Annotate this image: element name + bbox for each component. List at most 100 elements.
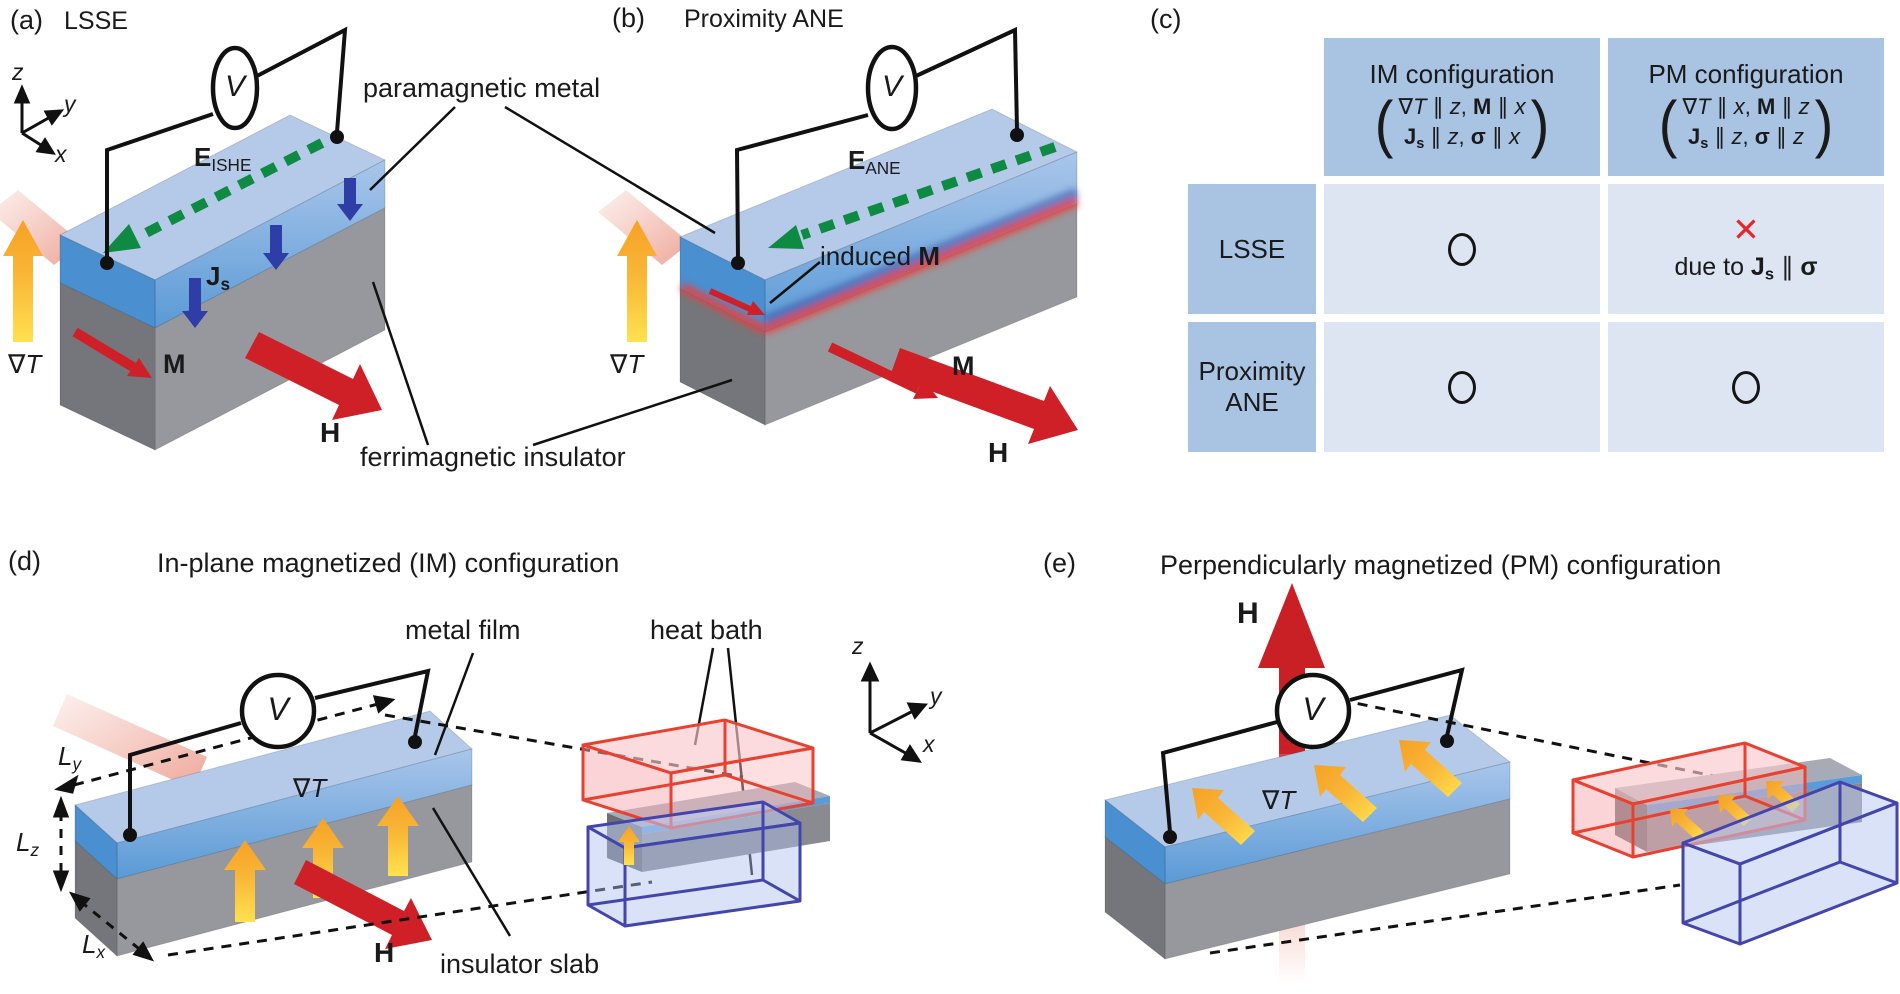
- grad-t-label: ∇T: [610, 349, 644, 379]
- electrode-dot: [123, 828, 137, 842]
- e-ishe-arrow: [103, 138, 325, 253]
- row-label-text: LSSE: [1218, 233, 1286, 264]
- result-mark-circle: [1732, 370, 1760, 404]
- im-config-title: IM configuration: [1369, 59, 1555, 90]
- h-field-label: H: [1237, 597, 1259, 630]
- spin-current-label: Js: [206, 261, 231, 294]
- hot-heat-bath-box: [581, 718, 815, 830]
- result-mark-cross: ✕: [1732, 211, 1760, 249]
- table-cell-lsse-pm: ✕ due to Js ∥ σ: [1608, 184, 1884, 314]
- voltmeter-label: V: [224, 70, 245, 103]
- electrode-dot: [330, 130, 344, 144]
- projection-dashed-lines: [167, 713, 744, 957]
- h-field-beam: [53, 694, 207, 789]
- dimension-lines: [52, 695, 396, 962]
- dim-lz-label: Lz: [16, 827, 40, 860]
- projection-dashed-lines: [1209, 698, 1784, 955]
- induced-m-label: induced M: [820, 241, 940, 271]
- result-mark-circle: [1448, 370, 1476, 404]
- axis-x-label: x: [923, 731, 935, 757]
- dim-ly-label: Ly: [58, 741, 82, 774]
- axis-y-label: y: [930, 683, 942, 709]
- panel-b-title: Proximity ANE: [684, 5, 844, 33]
- im-matrix-line1: ∇T ∥ z, M ∥ x: [1398, 94, 1526, 120]
- table-header-im: IM configuration ( ∇T ∥ z, M ∥ x Js ∥ z,…: [1324, 38, 1600, 176]
- magnetization-label: M: [952, 351, 975, 381]
- insulator-side-face: [59, 282, 156, 451]
- electrode-dot: [100, 256, 114, 270]
- row-label-text: Proximity ANE: [1198, 356, 1306, 417]
- panel-b-tag: (b): [612, 3, 645, 33]
- magnetization-arrow: [72, 327, 152, 378]
- table-row-label-proximity-ane: Proximity ANE: [1188, 322, 1316, 452]
- axes-de-icon: [860, 661, 929, 763]
- voltmeter-circuit: [734, 26, 1019, 259]
- panel-b-device: [598, 26, 1080, 444]
- voltmeter-circuit: [128, 668, 431, 830]
- electrode-dot: [1440, 734, 1454, 748]
- induced-m-arrow: [708, 288, 765, 315]
- insulator-side-face: [1104, 835, 1166, 961]
- e-ane-label: EANE: [848, 145, 901, 178]
- grad-t-arrow: [617, 220, 657, 342]
- table-cell-prox-im: [1324, 322, 1600, 452]
- voltmeter-icon: [1274, 672, 1352, 750]
- insulator-slab-label: insulator slab: [440, 949, 600, 979]
- grad-t-label: ∇T: [8, 349, 42, 379]
- e-ishe-label: EISHE: [194, 142, 252, 175]
- shared-leader-lines: [369, 105, 733, 447]
- voltmeter-icon: [865, 44, 919, 132]
- voltmeter-circuit: [105, 26, 348, 258]
- e-ane-arrow: [768, 142, 1057, 249]
- table-header-pm: PM configuration ( ∇T ∥ x, M ∥ z Js ∥ z,…: [1608, 38, 1884, 176]
- axis-y-label: y: [64, 91, 76, 117]
- table-cell-lsse-im: [1324, 184, 1600, 314]
- panel-a-device: [0, 26, 387, 451]
- pm-config-title: PM configuration: [1648, 59, 1844, 90]
- mini-grad-t-arrow: [618, 826, 640, 865]
- h-field-arrow: [890, 348, 1078, 444]
- heat-bath-label: heat bath: [650, 615, 763, 645]
- table-cell-prox-pm: [1608, 322, 1884, 452]
- dim-lx-label: Lx: [82, 929, 106, 962]
- voltmeter-label: V: [1302, 691, 1324, 727]
- grad-t-arrows: [1192, 740, 1462, 845]
- insulator-side-face: [74, 839, 118, 958]
- panel-d-title: In-plane magnetized (IM) configuration: [157, 548, 620, 578]
- h-field-arrow: [245, 332, 382, 420]
- im-matrix-line2: Js ∥ z, σ ∥ x: [1403, 124, 1521, 153]
- paramagnetic-metal-label: paramagnetic metal: [363, 73, 601, 103]
- panel-a-tag: (a): [10, 5, 43, 35]
- table-row-label-lsse: LSSE: [1188, 184, 1316, 314]
- h-field-beam: [598, 190, 690, 265]
- grad-t-label: ∇T: [1262, 785, 1296, 815]
- panel-a-title: LSSE: [64, 7, 128, 35]
- voltmeter-label: V: [881, 70, 902, 103]
- voltmeter-circuit: [1160, 667, 1465, 833]
- panel-d-device: [52, 647, 830, 962]
- cross-note: due to Js ∥ σ: [1674, 253, 1818, 284]
- magnetization-label: M: [163, 349, 186, 379]
- h-field-label: H: [988, 437, 1009, 468]
- spin-current-arrows: [182, 178, 363, 328]
- voltmeter-icon: [210, 45, 260, 131]
- voltmeter-label: V: [267, 691, 289, 727]
- induced-m-leader: [769, 261, 821, 304]
- electrode-dot: [408, 735, 422, 749]
- electrode-dot: [1163, 830, 1177, 844]
- panel-c-tag: (c): [1150, 4, 1182, 34]
- paren-open: (: [1658, 87, 1678, 159]
- result-mark-circle: [1448, 232, 1476, 266]
- cold-heat-bath-box: [1681, 780, 1899, 946]
- panel-d-tag: (d): [8, 546, 41, 576]
- axis-x-label: x: [55, 141, 67, 167]
- pm-matrix-line1: ∇T ∥ x, M ∥ z: [1682, 94, 1810, 120]
- axes-a-icon: [13, 84, 65, 155]
- h-field-label: H: [320, 417, 341, 448]
- h-field-arrow: [294, 860, 432, 949]
- axis-z-label: z: [852, 633, 864, 659]
- paren-close: ): [1814, 87, 1834, 159]
- panel-e-title: Perpendicularly magnetized (PM) configur…: [1160, 550, 1722, 580]
